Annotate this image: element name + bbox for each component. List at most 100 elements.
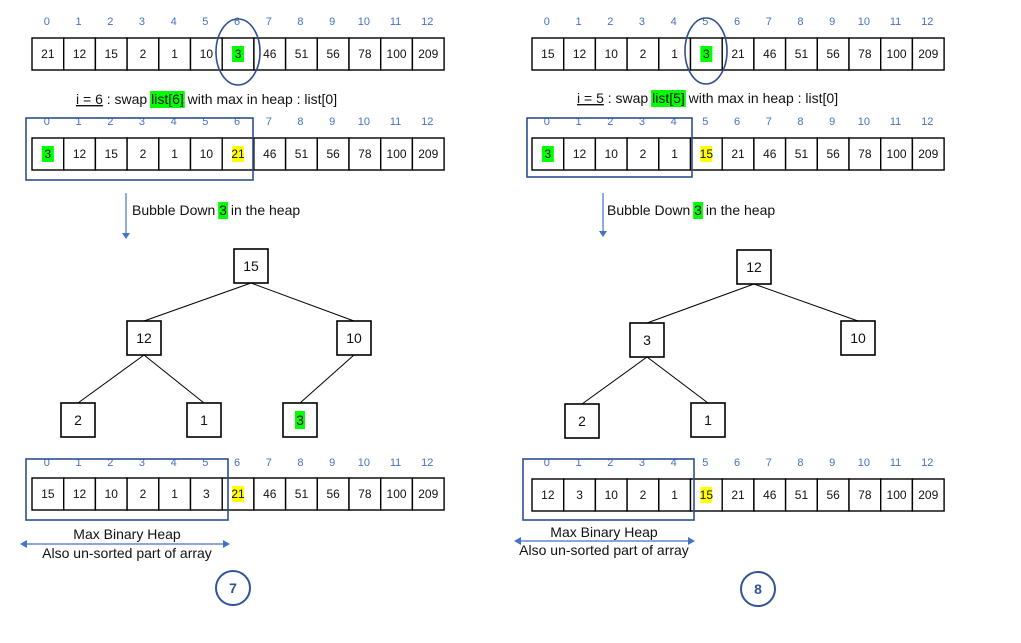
node-value: 12 — [746, 259, 762, 275]
cell-box — [848, 478, 882, 512]
cell-value: 51 — [795, 147, 809, 161]
cell-value: 100 — [387, 147, 407, 161]
caption-text: with max in heap : list[0] — [184, 91, 337, 107]
index-label: 8 — [297, 16, 303, 28]
node-box — [60, 402, 96, 438]
green-highlight — [41, 146, 54, 162]
index-label: 6 — [734, 116, 740, 128]
index-label: 12 — [421, 457, 433, 469]
array-cell: 12 — [563, 37, 597, 71]
index-label: 11 — [890, 116, 901, 128]
index-label: 1 — [575, 16, 581, 28]
tree-node: 3 — [282, 402, 318, 438]
index-label: 4 — [171, 457, 177, 469]
cell-value: 2 — [140, 487, 147, 501]
array-cell: 2 — [126, 477, 160, 511]
index-label: 2 — [607, 116, 613, 128]
cell-value: 21 — [731, 147, 745, 161]
array-cell: 15 — [689, 478, 723, 512]
cell-box — [911, 137, 945, 171]
cell-value: 56 — [826, 47, 840, 61]
index-label: 7 — [766, 116, 772, 128]
index-label: 11 — [390, 457, 401, 469]
cell-value: 209 — [418, 147, 438, 161]
green-highlight — [700, 46, 713, 62]
tree-edge — [646, 283, 755, 324]
caption-iteration: i = 5 — [577, 90, 604, 106]
cell-value: 10 — [605, 47, 619, 61]
array-cell: 46 — [753, 137, 787, 171]
cell-value: 2 — [640, 488, 647, 502]
index-label: 6 — [734, 16, 740, 28]
array-cell: 46 — [253, 477, 287, 511]
array-cell: 12 — [531, 478, 565, 512]
index-label: 0 — [44, 16, 50, 28]
badge-circle — [740, 571, 776, 607]
index-label: 0 — [544, 116, 550, 128]
index-label: 5 — [202, 16, 208, 28]
caption-text: : swap — [604, 90, 652, 106]
cell-box — [658, 478, 692, 512]
array-cell: 15 — [31, 477, 65, 511]
array-cell: 10 — [594, 478, 628, 512]
array-cell: 12 — [63, 37, 97, 71]
node-value: 10 — [346, 330, 362, 346]
array-cell: 21 — [721, 137, 755, 171]
array-cell: 15 — [531, 37, 565, 71]
array-cell: 209 — [911, 137, 945, 171]
cell-value: 46 — [263, 47, 277, 61]
step-number: 7 — [229, 580, 237, 596]
tree-edge — [646, 356, 709, 404]
node-value: 3 — [296, 412, 304, 428]
index-label: 8 — [797, 116, 803, 128]
cell-value: 2 — [140, 147, 147, 161]
cell-value: 3 — [203, 487, 210, 501]
index-label: 11 — [390, 116, 401, 128]
cell-box — [63, 477, 97, 511]
array-cell: 46 — [753, 478, 787, 512]
cell-value: 51 — [795, 47, 809, 61]
array-cell: 2 — [626, 37, 660, 71]
heap-region-frame — [522, 458, 695, 521]
cell-value: 10 — [605, 147, 619, 161]
array-cell: 56 — [816, 37, 850, 71]
index-label: 12 — [921, 116, 933, 128]
cell-value: 12 — [573, 147, 587, 161]
cell-box — [126, 477, 160, 511]
index-label: 1 — [75, 116, 81, 128]
array-cell: 100 — [880, 37, 914, 71]
index-label: 5 — [702, 457, 708, 469]
index-label: 10 — [858, 16, 870, 28]
cell-value: 78 — [858, 488, 872, 502]
array-cell: 2 — [626, 478, 660, 512]
cell-value: 100 — [887, 47, 907, 61]
cell-value: 56 — [326, 487, 340, 501]
array-cell: 46 — [753, 37, 787, 71]
node-value: 2 — [578, 413, 586, 429]
array-cell: 46 — [253, 137, 287, 171]
index-label: 0 — [44, 457, 50, 469]
cell-value: 1 — [171, 147, 178, 161]
index-label: 2 — [607, 16, 613, 28]
node-box — [564, 403, 600, 439]
cell-value: 21 — [41, 47, 55, 61]
cell-value: 15 — [541, 47, 555, 61]
yellow-highlight — [232, 146, 245, 162]
index-label: 8 — [797, 457, 803, 469]
cell-value: 3 — [235, 47, 242, 61]
array-cell: 1 — [158, 137, 192, 171]
index-label: 10 — [358, 457, 370, 469]
caption-iteration: i = 6 — [76, 91, 103, 107]
index-label: 6 — [734, 457, 740, 469]
index-label: 12 — [421, 16, 433, 28]
index-label: 7 — [266, 16, 272, 28]
cell-box — [563, 478, 597, 512]
node-value: 12 — [136, 330, 152, 346]
heap-region-frame — [25, 458, 229, 521]
tree-node: 12 — [736, 249, 772, 285]
index-label: 7 — [766, 457, 772, 469]
